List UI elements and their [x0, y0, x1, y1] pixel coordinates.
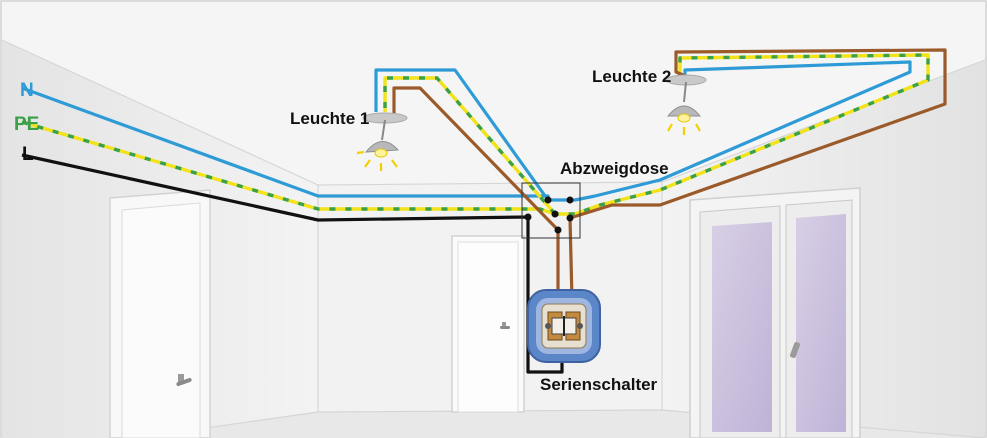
ceiling	[2, 2, 985, 185]
label-lamp1: Leuchte 1	[290, 109, 369, 128]
label-switch: Serienschalter	[540, 375, 658, 394]
label-lamp2: Leuchte 2	[592, 67, 671, 86]
door-handle-icon	[500, 322, 510, 329]
label-l: L	[22, 144, 34, 165]
window	[689, 187, 861, 438]
window-glass-right	[796, 214, 846, 432]
wire-switch-leg2	[568, 217, 574, 301]
ceiling-lamp-icon	[665, 74, 707, 135]
label-junction-box: Abzweigdose	[560, 159, 669, 178]
junction-box	[521, 182, 581, 239]
label-pe: PE	[14, 114, 39, 135]
window-glass-left	[712, 222, 772, 432]
wire-neutral-lamp1	[374, 68, 550, 201]
window-handle-icon	[790, 342, 800, 358]
back-door	[451, 235, 525, 413]
series-switch-icon	[527, 289, 601, 363]
wire-neutral-lamp2	[548, 60, 912, 202]
wire-earth	[21, 53, 930, 216]
wire-switched-lamp1	[392, 86, 560, 232]
label-n: N	[20, 80, 34, 101]
ceiling-lamp-icon	[356, 112, 408, 171]
wire-switched-lamp2	[569, 48, 947, 220]
wire-live	[21, 153, 564, 374]
door-handle-icon	[176, 374, 192, 387]
left-door	[109, 189, 211, 438]
